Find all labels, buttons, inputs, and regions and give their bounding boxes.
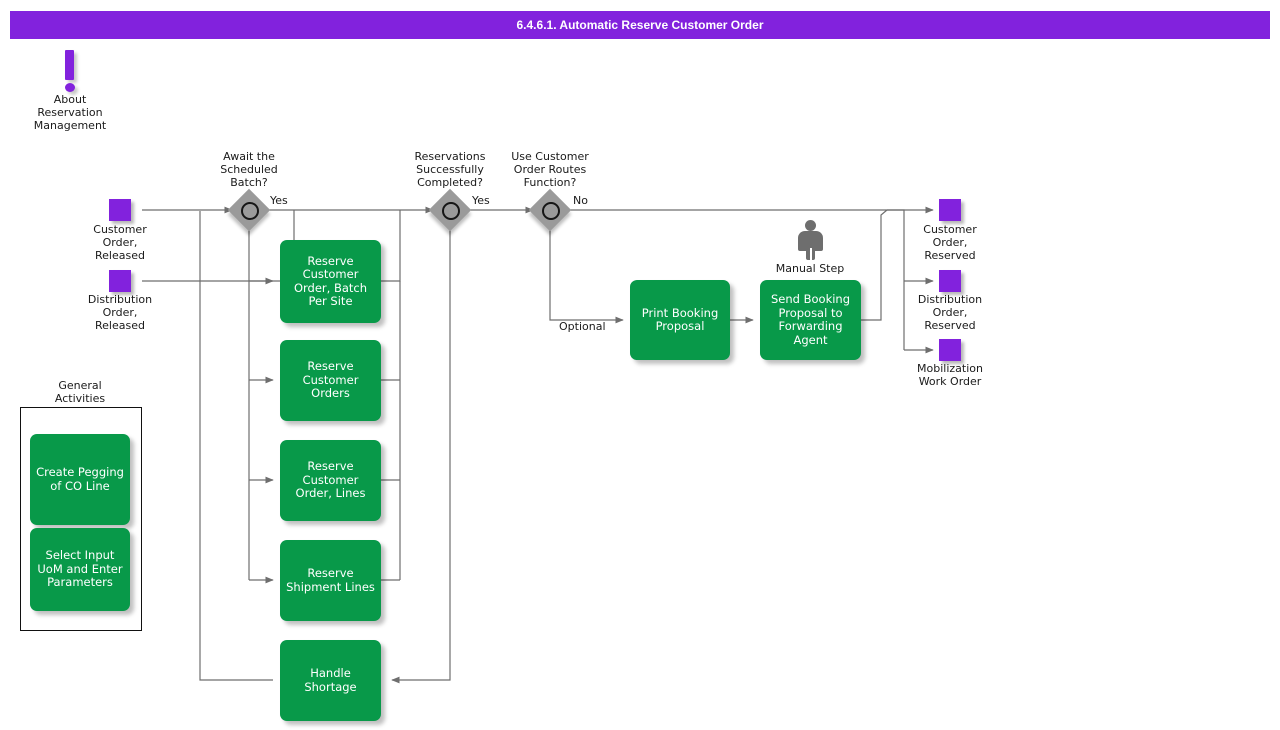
label-distribution-order-released: Distribution Order, Released — [87, 293, 153, 332]
gateway-reservations-successfully-completed-marker — [442, 202, 460, 220]
gateway-await-scheduled-batch-marker — [241, 202, 259, 220]
page-title: 6.4.6.1. Automatic Reserve Customer Orde… — [10, 11, 1270, 39]
node-customer-order-reserved[interactable] — [939, 199, 961, 221]
edge-label-gateway-1-yes: Yes — [270, 194, 288, 207]
label-mobilization-work-order: Mobilization Work Order — [917, 362, 983, 388]
node-mobilization-work-order[interactable] — [939, 339, 961, 361]
label-gateway-reservations-successfully-completed: Reservations Successfully Completed? — [414, 150, 486, 189]
label-gateway-use-customer-order-routes-function: Use Customer Order Routes Function? — [511, 150, 589, 189]
manual-step-person-icon — [798, 220, 823, 262]
activity-send-booking-proposal-to-forwarding-agent[interactable]: Send Booking Proposal to Forwarding Agen… — [760, 280, 861, 360]
activity-reserve-shipment-lines[interactable]: Reserve Shipment Lines — [280, 540, 381, 621]
activity-reserve-customer-orders[interactable]: Reserve Customer Orders — [280, 340, 381, 421]
label-distribution-order-reserved: Distribution Order, Reserved — [917, 293, 983, 332]
node-customer-order-released[interactable] — [109, 199, 131, 221]
node-distribution-order-reserved[interactable] — [939, 270, 961, 292]
exclamation-dot-icon — [64, 83, 75, 92]
label-customer-order-released: Customer Order, Released — [93, 223, 147, 262]
gateway-use-customer-order-routes-function-marker — [542, 202, 560, 220]
person-head-icon — [805, 220, 816, 231]
edge-label-gateway-3-no: No — [573, 194, 588, 207]
activity-reserve-customer-order-batch-per-site[interactable]: Reserve Customer Order, Batch Per Site — [280, 240, 381, 323]
general-activities-title: General Activities — [54, 379, 106, 405]
node-distribution-order-released[interactable] — [109, 270, 131, 292]
label-gateway-await-scheduled-batch: Await the Scheduled Batch? — [220, 150, 278, 189]
about-reservation-management-label: About Reservation Management — [33, 93, 107, 132]
person-body-icon — [798, 231, 823, 251]
activity-print-booking-proposal[interactable]: Print Booking Proposal — [630, 280, 730, 360]
activity-handle-shortage[interactable]: Handle Shortage — [280, 640, 381, 721]
label-manual-step: Manual Step — [775, 262, 845, 275]
activity-create-pegging-of-co-line[interactable]: Create Pegging of CO Line — [30, 434, 130, 525]
exclamation-bar-icon — [65, 50, 74, 80]
person-legs-split-icon — [809, 248, 812, 261]
label-customer-order-reserved: Customer Order, Reserved — [923, 223, 977, 262]
edge-label-optional: Optional — [559, 320, 606, 333]
activity-reserve-customer-order-lines[interactable]: Reserve Customer Order, Lines — [280, 440, 381, 521]
activity-select-input-uom-and-enter-parameters[interactable]: Select Input UoM and Enter Parameters — [30, 528, 130, 611]
edge-label-gateway-2-yes: Yes — [472, 194, 490, 207]
